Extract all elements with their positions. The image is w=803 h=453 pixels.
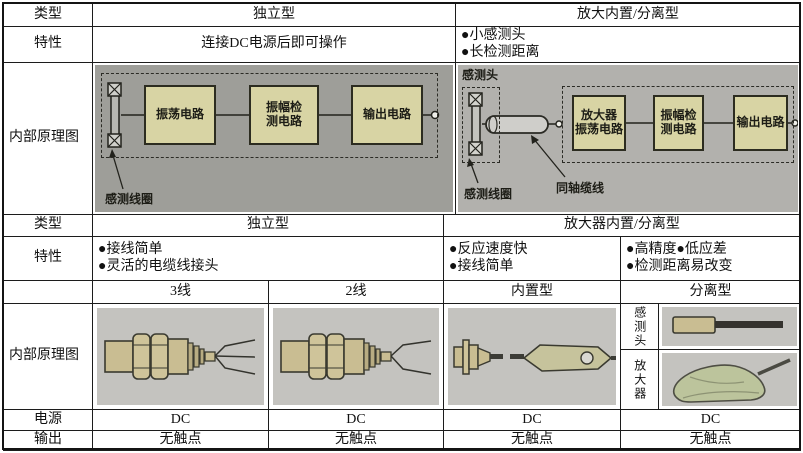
power-separate: DC (620, 409, 801, 431)
subtype-separate: 分离型 (620, 280, 801, 304)
schematic-independent-cell: 振荡电路 振幅检 测电路 输出电路 感测线圈 (92, 62, 456, 215)
schematic-independent-panel: 振荡电路 振幅检 测电路 输出电路 感测线圈 (95, 65, 453, 212)
sensor-head-label: 感测头 (462, 68, 499, 82)
oscillator-circuit-diagram (107, 82, 440, 190)
output-2wire: 无触点 (268, 430, 444, 451)
subtype-builtin: 内置型 (443, 280, 621, 304)
amp-oscillator-box: 放大器 振荡电路 (572, 95, 626, 151)
feature2-independent-bullets: ●接线简单 ●灵活的电缆线接头 (98, 241, 219, 274)
schematic2-label: 内部原理图 (3, 303, 93, 410)
feature2-label: 特性 (3, 236, 93, 281)
oscillator-box: 振荡电路 (144, 85, 216, 145)
coil-label: 感测线圈 (105, 192, 154, 206)
feature2-separate: ●高精度●低应差 ●检测距离易改变 (620, 236, 801, 281)
sensor-builtin-drawing (453, 339, 616, 375)
sensor-builtin-picture (448, 308, 616, 405)
feature1-label: 特性 (3, 26, 93, 63)
sensor-2wire-cell (268, 303, 444, 410)
feature2-builtin-bullets: ●反应速度快 ●接线简单 (449, 241, 528, 274)
feature2-builtin: ●反应速度快 ●接线简单 (443, 236, 621, 281)
separate-head-picture (662, 307, 797, 346)
output-label: 输出 (3, 430, 93, 451)
separate-head-drawing (672, 316, 783, 334)
schematic-amplified-panel: 放大器 振荡电路 振幅检 测电路 输出电路 感测头 感测线圈 同轴缆线 (458, 65, 798, 212)
output-3wire: 无触点 (92, 430, 269, 451)
sensor-builtin-cell (443, 303, 621, 410)
feature2-independent: ●接线简单 ●灵活的电缆线接头 (92, 236, 444, 281)
coax-cable-label: 同轴缆线 (556, 181, 605, 195)
separate-head-cell (658, 303, 801, 350)
amplifier-circuit-diagram (467, 92, 798, 184)
power-2wire: DC (268, 409, 444, 431)
power-builtin: DC (443, 409, 621, 431)
schematic1-label: 内部原理图 (3, 62, 93, 215)
separate-amp-label: 放大器 (632, 358, 647, 401)
feature1-independent: 连接DC电源后即可操作 (92, 26, 456, 63)
separate-amp-drawing (672, 358, 791, 403)
schematic-amplified-cell: 放大器 振荡电路 振幅检 测电路 输出电路 感测头 感测线圈 同轴缆线 (455, 62, 801, 215)
sensor-head-dashed-outline (462, 87, 500, 163)
type1-amplified: 放大内置/分离型 (455, 3, 801, 27)
subtype-2wire: 2线 (268, 280, 444, 304)
subtype-3wire: 3线 (92, 280, 269, 304)
separate-amp-picture (662, 353, 797, 406)
type2-amplified: 放大器内置/分离型 (443, 214, 801, 237)
type2-label: 类型 (3, 214, 93, 237)
separate-amp-label-cell: 放大器 (620, 349, 659, 410)
feature2-separate-bullets: ●高精度●低应差 ●检测距离易改变 (626, 241, 733, 274)
amp-output-circuit-box: 输出电路 (733, 95, 788, 151)
coil-label: 感测线圈 (464, 187, 513, 201)
feature1-amplified: ●小感测头 ●长检测距离 (455, 26, 801, 63)
amp-amplitude-detector-box: 振幅检 测电路 (653, 95, 704, 151)
sensor-2wire-picture (273, 308, 439, 405)
feature1-amplified-bullets: ●小感测头 ●长检测距离 (461, 27, 540, 60)
output-builtin: 无触点 (443, 430, 621, 451)
type1-independent: 独立型 (92, 3, 456, 27)
amplitude-detector-box: 振幅检 测电路 (249, 85, 319, 145)
amplifier-unit-dashed-outline (562, 86, 794, 163)
type1-label: 类型 (3, 3, 93, 27)
sensor-2wire-drawing (280, 333, 432, 380)
output-separate: 无触点 (620, 430, 801, 451)
type2-independent: 独立型 (92, 214, 444, 237)
separate-amp-cell (658, 349, 801, 410)
output-circuit-box: 输出电路 (351, 85, 423, 145)
sensor-3wire-picture (97, 308, 264, 405)
sensor-body-dashed-outline (101, 73, 438, 158)
sensor-3wire-cell (92, 303, 269, 410)
power-3wire: DC (92, 409, 269, 431)
sensor-3wire-drawing (104, 333, 256, 380)
power-label: 电源 (3, 409, 93, 431)
separate-head-label: 感测头 (632, 305, 647, 348)
separate-head-label-cell: 感测头 (620, 303, 659, 350)
